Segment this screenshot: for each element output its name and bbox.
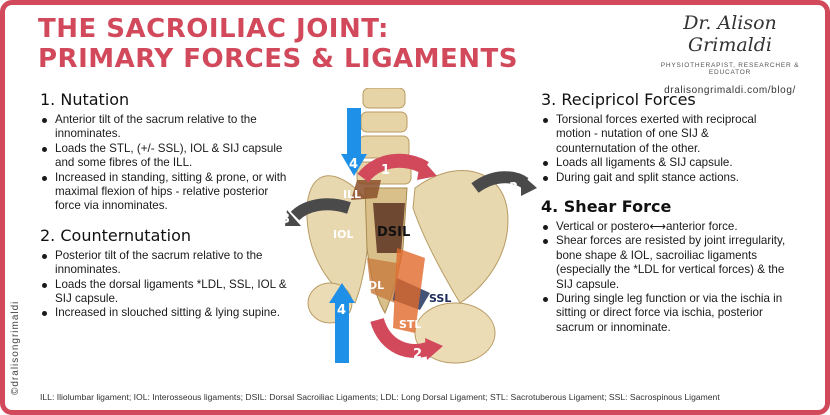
arrow-3-right-label: 3 (509, 181, 518, 196)
list-item: Shear forces are resisted by joint irreg… (541, 234, 791, 292)
left-column: 1. Nutation Anterior tilt of the sacrum … (40, 90, 290, 333)
author-signature: Dr. Alison Grimaldi (683, 12, 777, 56)
ligament-stl (393, 248, 425, 333)
abbreviations-footnote: ILL: Iliolumbar ligament; IOL: Interosse… (40, 392, 720, 402)
label-ill: ILL (343, 188, 361, 201)
nutation-heading: 1. Nutation (40, 90, 130, 109)
list-item: Increased in standing, sitting & prone, … (40, 171, 290, 214)
list-item: Increased in slouched sitting & lying su… (40, 306, 290, 320)
counternutation-list: Posterior tilt of the sacrum relative to… (40, 249, 290, 321)
shear-list: Vertical or postero⟷anterior force. Shea… (541, 220, 791, 335)
pelvis-svg: 4 4 1 2 3 3 (285, 88, 537, 364)
brand-block: Dr. Alison Grimaldi PHYSIOTHERAPIST, RES… (640, 12, 820, 96)
shear-heading: 4. Shear Force (541, 197, 672, 217)
list-item: Torsional forces exerted with reciprocal… (541, 113, 791, 156)
list-item: Loads the dorsal ligaments *LDL, SSL, IO… (40, 278, 290, 307)
arrow-4-down: 4 (341, 108, 367, 176)
arrow-4-up: 4 (329, 283, 355, 363)
list-item: Posterior tilt of the sacrum relative to… (40, 249, 290, 278)
title-line-1: THE SACROILIAC JOINT: (38, 14, 389, 44)
arrow-4-top-label: 4 (349, 157, 358, 172)
page-title: THE SACROILIAC JOINT: PRIMARY FORCES & L… (38, 14, 518, 74)
label-stl: STL (399, 318, 421, 331)
pelvis-illustration: 4 4 1 2 3 3 (285, 88, 555, 388)
arrow-3-left-label: 3 (285, 212, 290, 227)
nutation-list: Anterior tilt of the sacrum relative to … (40, 113, 290, 214)
right-column: 3. Recipricol Forces Torsional forces ex… (541, 90, 791, 347)
label-ldl: LDL (361, 279, 384, 292)
ligament-ill (351, 180, 381, 200)
arrow-1: 1 (357, 153, 437, 183)
arrow-3-left: 3 (285, 198, 351, 227)
arrow-2: 2 (370, 317, 443, 362)
list-item: Anterior tilt of the sacrum relative to … (40, 113, 290, 142)
label-ssl: SSL (429, 292, 451, 305)
arrow-1-label: 1 (381, 163, 390, 178)
counternutation-heading: 2. Counternutation (40, 225, 192, 245)
list-item: During single leg function or via the is… (541, 292, 791, 335)
ligament-dsil (373, 203, 405, 253)
arrow-3-right: 3 (471, 171, 537, 196)
list-item: Loads all ligaments & SIJ capsule. (541, 156, 791, 170)
right-ilium (412, 170, 509, 304)
arrow-4-bottom-label: 4 (337, 303, 346, 318)
label-dsil: DSIL (377, 225, 410, 240)
author-subtitle: PHYSIOTHERAPIST, RESEARCHER & EDUCATOR (660, 62, 800, 76)
social-handle-text: ©dralisongrimaldi (10, 300, 21, 395)
list-item: Vertical or postero⟷anterior force. (541, 220, 791, 234)
social-handle: ©dralisongrimaldi (10, 255, 24, 395)
title-line-2: PRIMARY FORCES & LIGAMENTS (38, 44, 519, 74)
reciprocal-heading: 3. Recipricol Forces (541, 90, 696, 109)
list-item: Loads the STL, (+/- SSL), IOL & SIJ caps… (40, 142, 290, 171)
blog-url[interactable]: dralisongrimaldi.com/blog/ (664, 85, 796, 96)
arrow-2-label: 2 (413, 347, 422, 362)
ligament-ldl (367, 258, 397, 303)
list-item: During gait and split stance actions. (541, 171, 791, 185)
reciprocal-list: Torsional forces exerted with reciprocal… (541, 113, 791, 185)
label-iol: IOL (333, 228, 353, 241)
